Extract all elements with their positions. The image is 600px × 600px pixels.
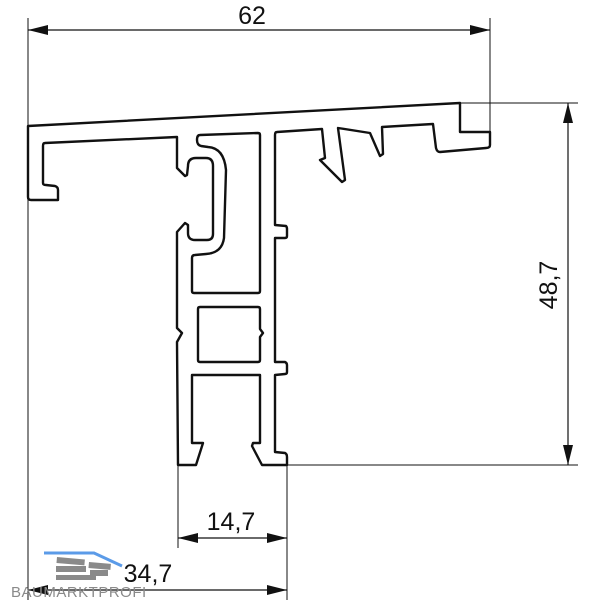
dimension-label-base: 34,7 [124, 560, 173, 588]
logo-text: BAUMARKTPROFI [11, 584, 147, 600]
dimension-label-width: 62 [238, 2, 266, 30]
baumarktprofi-logo: BAUMARKTPROFI [11, 551, 147, 600]
dimension-label-slot: 14,7 [207, 508, 256, 536]
extension-lines [27, 18, 578, 600]
profile-outline [26, 101, 492, 467]
logo-roof-line [44, 551, 123, 568]
logo-bricks-icon [56, 557, 111, 580]
profile-upper-chamber [190, 131, 262, 295]
dimension-label-height: 48,7 [535, 261, 563, 310]
profile-outer-contour [26, 101, 492, 467]
profile-middle-chamber [196, 305, 265, 364]
